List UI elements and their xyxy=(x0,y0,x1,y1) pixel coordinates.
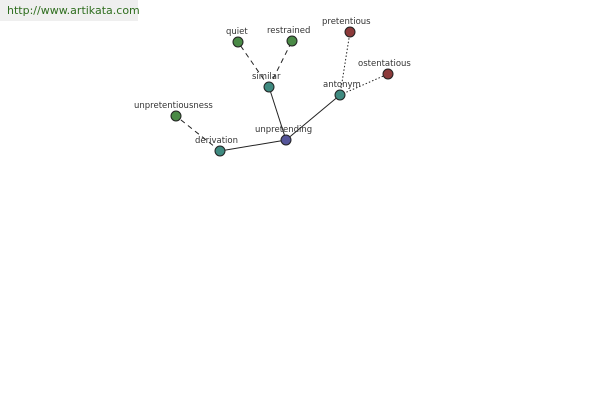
node-unpretentiousness[interactable] xyxy=(170,110,182,122)
node-antonym[interactable] xyxy=(334,89,346,101)
graph-labels: unpretending similar antonym derivation quie… xyxy=(134,17,411,146)
label-derivation[interactable]: derivation xyxy=(195,136,238,146)
edge-similar-quiet xyxy=(237,41,270,88)
edge-derivation-unpretentiousness xyxy=(175,115,221,152)
graph-nodes xyxy=(170,26,394,157)
label-unpretending[interactable]: unpretending xyxy=(255,125,312,135)
node-ostentatious[interactable] xyxy=(382,68,394,80)
node-pretentious[interactable] xyxy=(344,26,356,38)
node-quiet[interactable] xyxy=(232,36,244,48)
node-derivation[interactable] xyxy=(214,145,226,157)
edge-unpretending-antonym xyxy=(285,94,341,141)
edge-unpretending-derivation xyxy=(219,139,287,152)
label-pretentious[interactable]: pretentious xyxy=(322,17,371,27)
node-unpretending[interactable] xyxy=(280,134,292,146)
label-unpretentiousness[interactable]: unpretentiousness xyxy=(134,101,213,111)
edge-unpretending-similar xyxy=(268,86,287,141)
graph-edges xyxy=(175,31,389,152)
node-similar[interactable] xyxy=(263,81,275,93)
label-similar[interactable]: similar xyxy=(252,72,281,82)
label-ostentatious[interactable]: ostentatious xyxy=(358,59,411,69)
label-restrained[interactable]: restrained xyxy=(267,26,310,36)
label-quiet[interactable]: quiet xyxy=(226,27,248,37)
node-restrained[interactable] xyxy=(286,35,298,47)
site-url[interactable]: http://www.artikata.com xyxy=(0,0,140,21)
edge-antonym-pretentious xyxy=(339,31,351,96)
label-antonym[interactable]: antonym xyxy=(323,80,361,90)
